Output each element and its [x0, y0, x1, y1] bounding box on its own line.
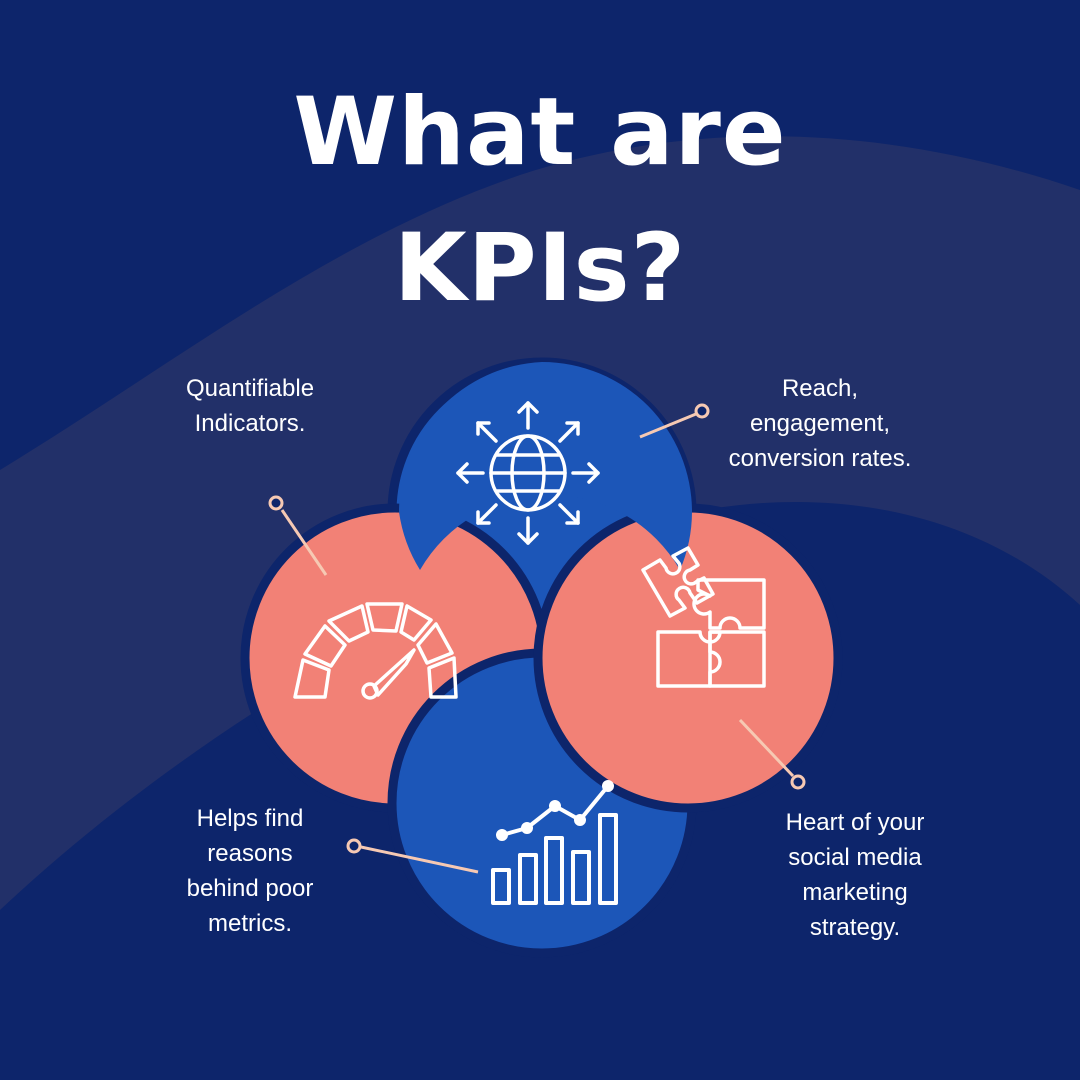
callout-bottom-right: Heart of your social media marketing str… — [760, 805, 950, 945]
callout-top-right: Reach, engagement, conversion rates. — [705, 371, 935, 476]
callout-text: reasons — [207, 840, 293, 867]
globe-arrows-icon — [456, 401, 600, 545]
page-title-line-2: KPIs? — [393, 214, 687, 323]
callout-bottom-left: Helps find reasons behind poor metrics. — [160, 801, 340, 941]
callout-text: marketing — [802, 879, 908, 906]
callout-top-left: Quantifiable Indicators. — [150, 371, 350, 441]
page-title-line-1: What are — [293, 78, 787, 187]
callout-text: conversion rates. — [728, 445, 912, 472]
callout-text: metrics. — [208, 910, 292, 937]
puzzle-icon — [641, 546, 766, 688]
bar-chart-icon — [491, 780, 618, 905]
callout-text: engagement, — [749, 410, 891, 437]
callout-text: Indicators. — [194, 410, 306, 437]
callout-text: Helps find — [196, 805, 304, 832]
connector-top-right — [639, 403, 710, 439]
callout-text: strategy. — [809, 914, 901, 941]
petal-top-overlap — [398, 362, 692, 570]
callout-text: Quantifiable — [185, 375, 315, 402]
connector-bottom-left — [346, 838, 479, 874]
petal-right-coral — [533, 503, 843, 813]
callout-text: Reach, — [781, 375, 859, 402]
callout-text: social media — [788, 844, 922, 871]
connector-top-left — [268, 495, 328, 576]
callout-text: behind poor — [186, 875, 314, 902]
callout-text: Heart of your — [785, 809, 925, 836]
speedometer-icon — [293, 602, 458, 700]
connector-bottom-right — [738, 718, 806, 790]
